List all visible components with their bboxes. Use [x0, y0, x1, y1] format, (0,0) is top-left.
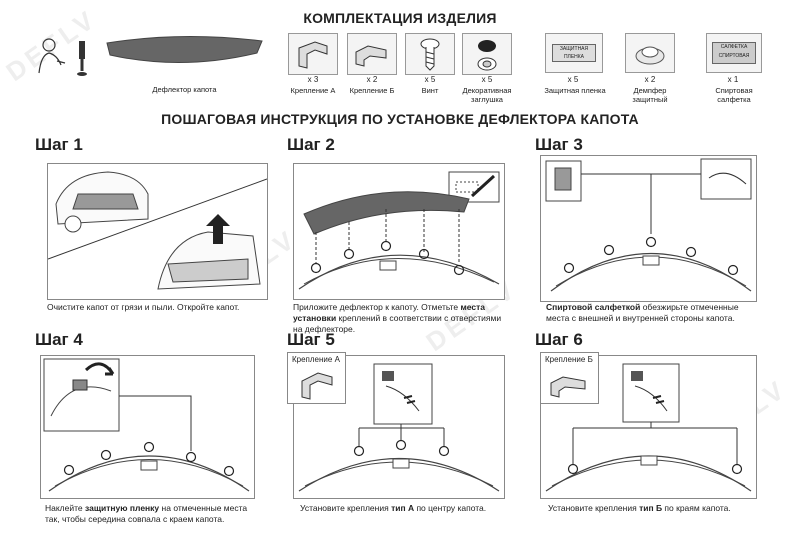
bracket-b-tag: Крепление Б	[545, 355, 593, 364]
step-2-text: Приложите дефлектор к капоту. Отметьте м…	[293, 302, 502, 334]
kit-item-cap: x 5 Декоративная заглушка	[462, 33, 512, 109]
step-3-title: Шаг 3	[535, 135, 583, 154]
kit-title: КОМПЛЕКТАЦИЯ ИЗДЕЛИЯ	[303, 10, 497, 26]
kit-count-bracket-a: x 3	[307, 75, 319, 84]
kit-label-film: Защитная пленка	[544, 86, 606, 95]
kit-count-cap: x 5	[481, 75, 493, 84]
kit-item-wipe: САЛФЕТКА СПИРТОВАЯ x 1 Спиртовая салфетк…	[706, 33, 762, 109]
step-2-panel	[293, 163, 505, 300]
step-2-title: Шаг 2	[287, 135, 335, 154]
step-1-text: Очистите капот от грязи и пыли. Откройте…	[47, 302, 240, 312]
step-3-panel	[540, 155, 757, 302]
step-1-panel	[47, 163, 268, 300]
step-4-text: Наклейте защитную пленку на отмеченные м…	[45, 503, 248, 524]
kit-label-screw: Винт	[421, 86, 439, 95]
instructions-title: ПОШАГОВАЯ ИНСТРУКЦИЯ ПО УСТАНОВКЕ ДЕФЛЕК…	[161, 111, 639, 127]
kit-item-screw: x 5 Винт	[405, 33, 455, 109]
kit-label-damper: Демпфер защитный	[632, 86, 668, 104]
bracket-a-inset: Крепление А	[287, 352, 346, 404]
kit-label-deflector: Дефлектор капота	[152, 85, 217, 94]
step-1-title: Шаг 1	[35, 135, 83, 154]
step-4-panel	[40, 355, 255, 499]
step-6-text: Установите крепления тип Б по краям капо…	[548, 503, 731, 513]
kit-item-film: ЗАЩИТНАЯ ПЛЕНКА x 5 Защитная пленка	[544, 33, 606, 109]
kit-label-cap: Декоративная заглушка	[462, 86, 512, 104]
wipe-box-text: САЛФЕТКА СПИРТОВАЯ	[712, 42, 756, 64]
step-5-text: Установите крепления тип А по центру кап…	[300, 503, 487, 513]
bracket-a-tag: Крепление А	[292, 355, 340, 364]
bracket-b-inset: Крепление Б	[540, 352, 599, 404]
kit-item-deflector: Дефлектор капота	[102, 33, 267, 109]
step-5-title: Шаг 5	[287, 330, 335, 349]
kit-count-damper: x 2	[644, 75, 656, 84]
kit-count-film: x 5	[567, 75, 579, 84]
installer-illustration	[35, 33, 100, 109]
kit-count-bracket-b: x 2	[366, 75, 378, 84]
kit-label-bracket-b: Крепление Б	[349, 86, 395, 95]
kit-count-screw: x 5	[424, 75, 436, 84]
kit-label-wipe: Спиртовая салфетка	[715, 86, 753, 104]
kit-item-bracket-a: x 3 Крепление А	[288, 33, 338, 109]
film-box-text: ЗАЩИТНАЯ ПЛЕНКА	[552, 44, 596, 62]
kit-count-wipe: x 1	[727, 75, 739, 84]
step-6-title: Шаг 6	[535, 330, 583, 349]
kit-item-bracket-b: x 2 Крепление Б	[347, 33, 397, 109]
kit-item-damper: x 2 Демпфер защитный	[625, 33, 675, 109]
kit-label-bracket-a: Крепление А	[290, 86, 336, 95]
step-3-text: Спиртовой салфеткой обезжирьте отмеченны…	[546, 302, 739, 323]
step-4-title: Шаг 4	[35, 330, 83, 349]
